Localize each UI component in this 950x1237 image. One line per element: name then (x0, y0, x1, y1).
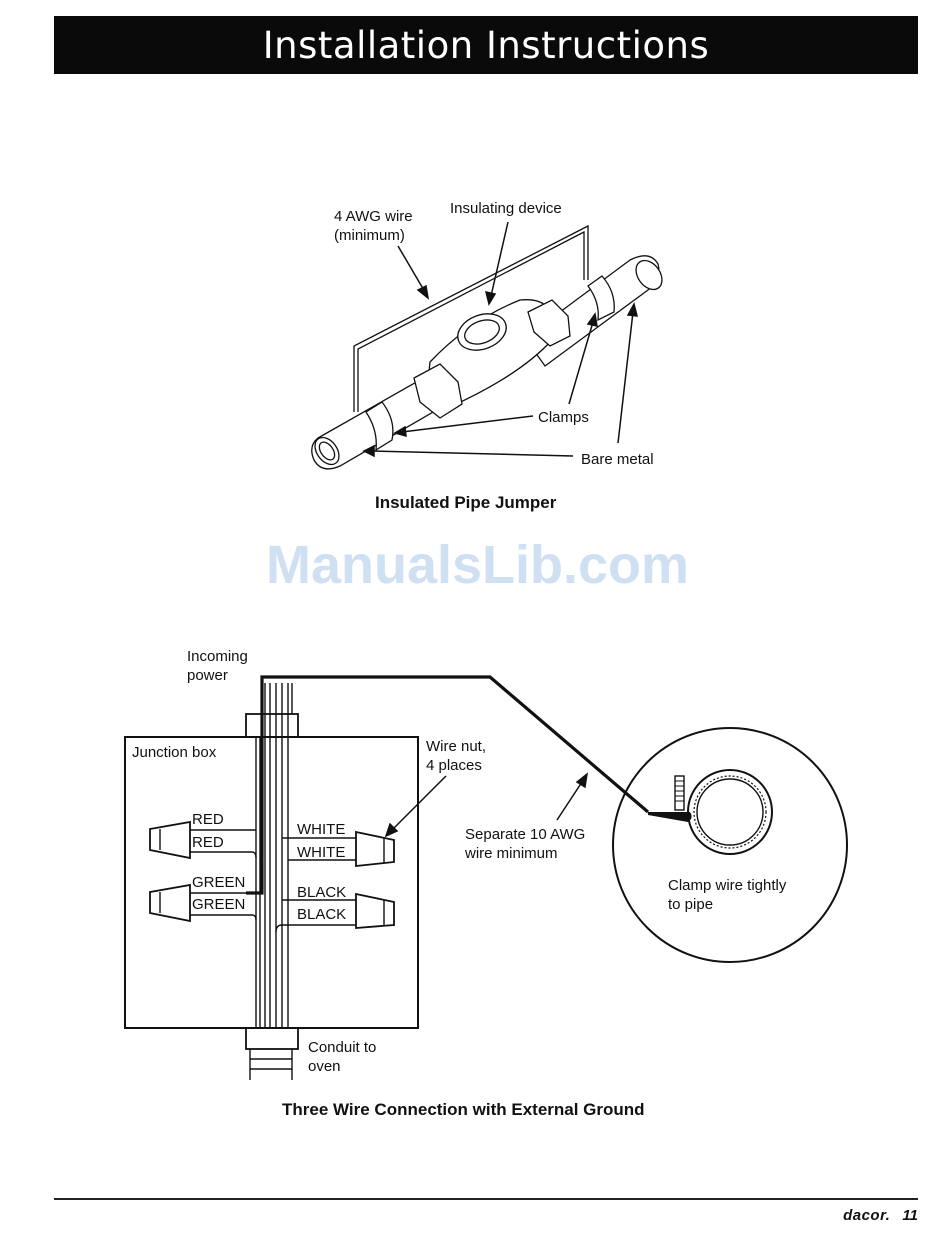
label-to-pipe: to pipe (668, 896, 714, 913)
label-green-2: GREEN (192, 896, 246, 913)
figure1-caption: Insulated Pipe Jumper (375, 493, 557, 512)
page-number: 11 (902, 1207, 918, 1224)
label-wire-nut: Wire nut, (426, 738, 487, 755)
footer: dacor. 11 (843, 1207, 918, 1224)
label-white-2: WHITE (297, 844, 346, 861)
footer-rule (54, 1198, 918, 1200)
label-oven: oven (308, 1058, 341, 1075)
label-4awg-wire-minimum: (minimum) (334, 227, 405, 244)
label-separate-10awg: Separate 10 AWG (465, 826, 586, 843)
label-junction-box: Junction box (132, 744, 217, 761)
brand-logo: dacor. (843, 1207, 891, 1224)
label-conduit-to: Conduit to (308, 1039, 377, 1056)
label-incoming: Incoming (187, 648, 248, 665)
insulated-pipe-jumper-diagram (311, 221, 663, 470)
label-red-1: RED (192, 811, 224, 828)
label-insulating-device: Insulating device (450, 200, 562, 217)
label-bare-metal: Bare metal (581, 451, 654, 468)
label-four-places: 4 places (426, 757, 482, 774)
label-black-2: BLACK (297, 906, 347, 923)
label-white-1: WHITE (297, 821, 346, 838)
label-4awg-wire: 4 AWG wire (334, 208, 413, 225)
three-wire-connection-diagram (124, 675, 848, 1080)
label-green-1: GREEN (192, 874, 246, 891)
label-power: power (187, 667, 228, 684)
label-wire-minimum: wire minimum (465, 845, 558, 862)
label-clamp-wire: Clamp wire tightly (668, 877, 787, 894)
label-black-1: BLACK (297, 884, 347, 901)
label-clamps: Clamps (538, 409, 589, 426)
label-red-2: RED (192, 834, 224, 851)
watermark: ManualsLib.com (266, 535, 690, 595)
header-bar: Installation Instructions (54, 16, 918, 74)
figure2-caption: Three Wire Connection with External Grou… (282, 1100, 645, 1119)
page-title: Installation Instructions (262, 23, 710, 67)
